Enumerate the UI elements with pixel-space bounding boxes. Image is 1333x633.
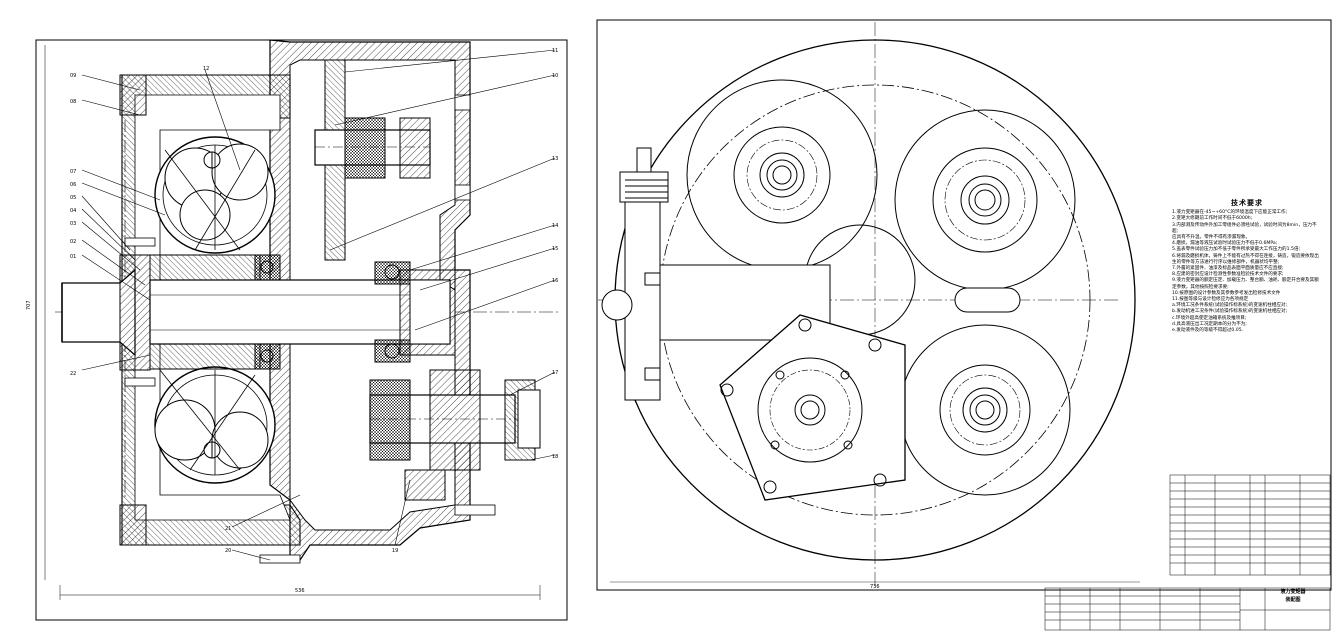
output-shaft-assembly: [369, 369, 541, 501]
height-dimension: 707: [26, 300, 32, 310]
svg-text:20: 20: [225, 548, 231, 554]
tech-req-line: e.发动液件及的等级不得超过0.05.: [1172, 328, 1244, 334]
svg-text:12: 12: [203, 66, 209, 72]
svg-text:02: 02: [70, 239, 76, 245]
svg-text:08: 08: [70, 99, 76, 105]
right-sheet-border: [596, 19, 1332, 591]
shaft-sleeve-top: [149, 254, 261, 281]
right-end-view: [596, 19, 1332, 591]
torus-lower: [154, 366, 276, 484]
tech-req-line: 6.将漏及磨损机体，铸件上不能有过热不得在连接，铸造，锻造要依现出生的零件等方法…: [1172, 253, 1319, 265]
width-dimension: 536: [295, 588, 305, 594]
drawing-title: 液力变矩器 装配图: [1268, 588, 1318, 604]
torus-upper: [154, 136, 276, 254]
pentagon-cover: [719, 314, 906, 501]
flange-bottom: [119, 504, 147, 546]
svg-text:16: 16: [552, 278, 558, 284]
title-block: [1044, 587, 1331, 631]
svg-text:11: 11: [552, 48, 558, 54]
svg-text:14: 14: [552, 223, 558, 229]
tech-req-line: 1.液力变矩器在-45~+60°C的环境温度下应能正常工作;: [1172, 210, 1288, 216]
tech-req-line: a.环境工况条件系统(试验操作标系统)的变速机柱相应对;: [1172, 303, 1288, 309]
bolts: [124, 94, 496, 564]
flange-top: [119, 74, 147, 116]
svg-text:05: 05: [70, 195, 76, 201]
gear-lower-right: [899, 324, 1071, 496]
svg-text:04: 04: [70, 208, 76, 214]
tech-req-line: 11.按图等级与设计检修应为各项规定: [1172, 297, 1249, 303]
left-sheet-border: [35, 39, 568, 621]
upper-countershaft: [314, 59, 431, 261]
tech-req-line: 9.液力变矩器的额定压定、加载压力、整台额、油耗、额定开合要及其额定参数，其他按…: [1172, 278, 1319, 290]
svg-text:18: 18: [552, 454, 558, 460]
tech-req-line: 10.按原图的设计参数及其参数参考发出检修技术文件: [1172, 290, 1281, 296]
left-callout-labels: 11 10 13 14 15 16 17 18 19 20 21 22 01 0…: [26, 48, 558, 594]
gear-upper-right: [894, 109, 1076, 291]
tech-req-line: 4.磨损，漏油等液压试验时试验压力不低于0.6MPa;: [1172, 241, 1278, 247]
svg-text:06: 06: [70, 182, 76, 188]
tech-req-line: d.具高液压出工况定期本的分为不为;: [1172, 321, 1247, 327]
svg-text:19: 19: [392, 548, 398, 554]
tech-req-line: 应具有不升温，零件不得有渗漏现象。: [1172, 235, 1251, 241]
tech-req-line: 5.盖表零件试验压力加不低于零件所承受最大工作压力的1.5倍;: [1172, 247, 1301, 253]
gear-upper-left: [686, 79, 878, 271]
parts-list-table: [1169, 474, 1331, 576]
svg-text:21: 21: [225, 526, 231, 532]
svg-text:22: 22: [70, 371, 76, 377]
oil-slot: [954, 287, 1021, 313]
svg-text:15: 15: [552, 246, 558, 252]
right-width-dimension: 736: [870, 584, 880, 590]
svg-text:10: 10: [552, 73, 558, 79]
tech-req-line: c.环境外超高使定油箱系统及推项目;: [1172, 315, 1247, 321]
svg-text:01: 01: [70, 254, 76, 260]
svg-text:13: 13: [552, 156, 558, 162]
tech-req-line: 8.应建的密封应设计检测性参数准检验技术文件的要求;: [1172, 272, 1284, 278]
left-section-view: [35, 39, 568, 621]
tech-req-line: b.发动机进工况条件(试验操作标系统)的变速机柱相应对;: [1172, 309, 1288, 315]
tech-req-line: 3.内部测及传动件外加工零组件必须经试验，试验时间为8min，压力不超;: [1172, 222, 1317, 234]
hub-flange: [119, 254, 151, 371]
svg-text:03: 03: [70, 221, 76, 227]
svg-text:09: 09: [70, 73, 76, 79]
tech-req-line: 7.外露的紧固件、油漆及标品表面平面质量应不应直接;: [1172, 266, 1284, 272]
leader-lines: [81, 49, 556, 561]
technical-requirements: 技术要求 1.液力变矩器在-45~+60°C的环境温度下应能正常工作; 2.变矩…: [1172, 199, 1322, 334]
drawing-type: 装配图: [1285, 597, 1301, 603]
drawing-name: 液力变矩器: [1280, 589, 1306, 595]
bearing-set-1: [254, 254, 281, 370]
tech-req-title: 技术要求: [1231, 199, 1263, 207]
tech-req-line: 2.变矩大修期前工作时间不低于6000h;: [1172, 216, 1253, 222]
shaft-sleeve-bottom: [149, 343, 261, 370]
svg-text:07: 07: [70, 169, 76, 175]
svg-text:17: 17: [552, 370, 558, 376]
